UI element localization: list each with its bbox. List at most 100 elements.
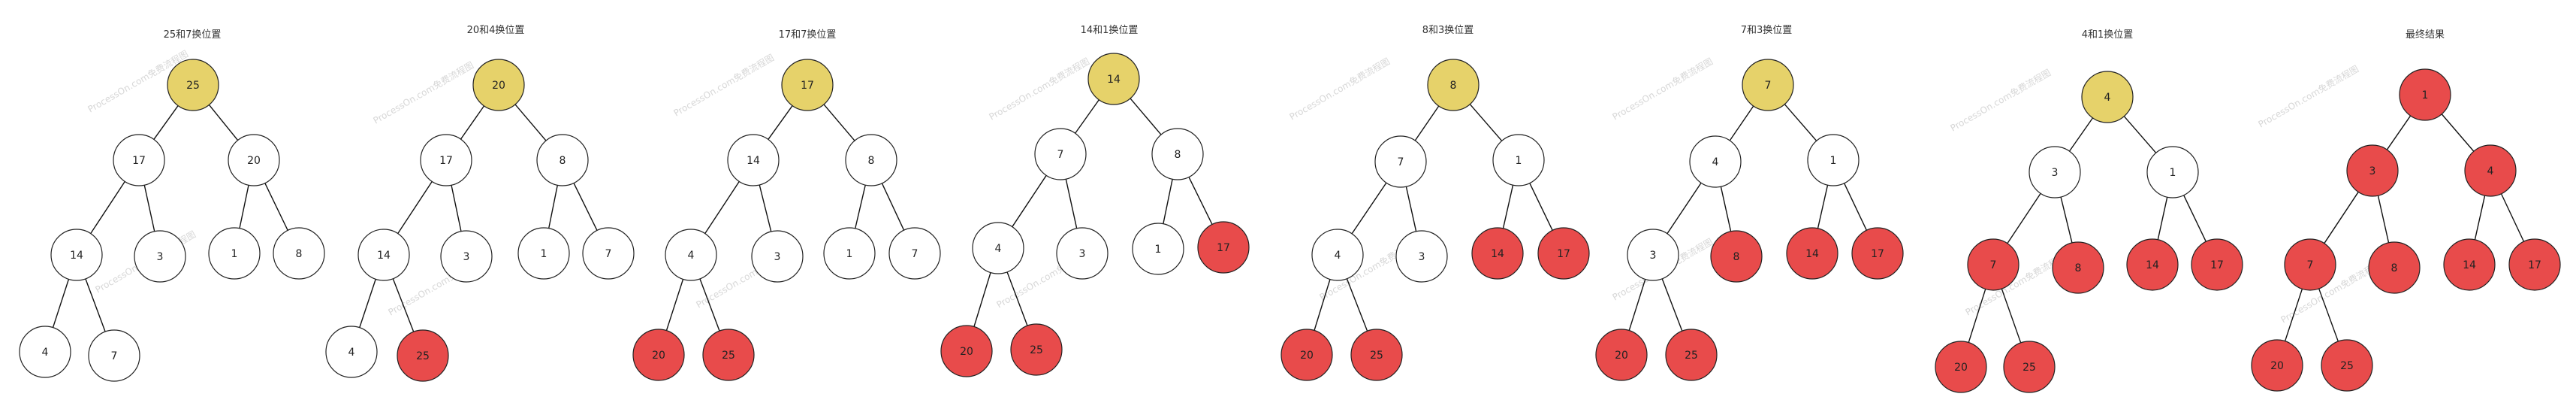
heap-node-pending: 7 <box>1034 128 1087 180</box>
node-value: 1 <box>846 248 853 260</box>
tree-edges <box>52 104 288 332</box>
node-circle <box>420 134 472 186</box>
node-circle <box>2029 146 2081 198</box>
node-value: 3 <box>463 251 470 263</box>
heap-node-pending: 4 <box>972 222 1024 274</box>
node-circle <box>632 329 685 381</box>
node-value: 17 <box>1557 248 1570 260</box>
panel-title: 最终结果 <box>2406 29 2445 41</box>
tree-edge <box>1414 105 1440 141</box>
tree-edge <box>1667 182 1702 235</box>
node-value: 3 <box>157 251 164 263</box>
node-value: 20 <box>1954 362 1968 374</box>
node-circle <box>2443 238 2496 291</box>
heap-node-sorted: 8 <box>1710 230 1763 283</box>
node-value: 3 <box>2369 165 2376 177</box>
node-value: 14 <box>747 155 760 167</box>
heap-node-sorted: 14 <box>2126 238 2179 291</box>
tree-edge <box>514 104 547 141</box>
tree-edge <box>1346 278 1368 332</box>
heap-node-sorted: 1 <box>2399 68 2451 121</box>
node-value: 25 <box>416 350 430 362</box>
node-circle <box>1350 329 1403 381</box>
watermark-text: ProcessOn.com免费流程图 <box>1610 56 1715 123</box>
tree-edge <box>1968 289 1986 343</box>
tree-edge <box>85 278 106 332</box>
node-circle <box>1395 230 1448 283</box>
node-value: 7 <box>1765 80 1772 92</box>
node-value: 4 <box>995 243 1002 255</box>
node-value: 8 <box>1450 80 1457 92</box>
node-value: 8 <box>296 248 303 260</box>
tree-edge <box>90 181 125 234</box>
heap-node-pending: 3 <box>134 230 186 283</box>
node-circle <box>1967 238 2019 291</box>
heap-node-sorted: 25 <box>702 329 755 381</box>
node-value: 3 <box>2052 167 2059 179</box>
node-circle <box>2191 238 2243 291</box>
node-circle <box>1197 221 1250 274</box>
node-circle <box>397 329 449 382</box>
heap-node-pending: 8 <box>1151 128 1204 180</box>
node-circle <box>1311 229 1364 281</box>
heap-node-current: 8 <box>1427 59 1480 111</box>
watermark-text: ProcessOn.com免费流程图 <box>1287 56 1392 123</box>
node-circle <box>273 227 325 280</box>
node-value: 14 <box>1805 248 1819 260</box>
node-value: 20 <box>247 155 261 167</box>
panel-title: 8和3换位置 <box>1422 25 1474 36</box>
node-value: 25 <box>2022 362 2036 374</box>
tree-edges <box>665 104 905 332</box>
node-value: 7 <box>912 248 918 260</box>
node-value: 17 <box>1217 242 1230 254</box>
node-value: 20 <box>1615 350 1628 362</box>
node-circle <box>665 229 717 281</box>
node-circle <box>2321 339 2373 392</box>
tree-edge <box>153 105 179 140</box>
tree-edge <box>881 183 905 231</box>
heap-node-current: 7 <box>1742 59 1794 111</box>
node-circle <box>940 325 993 377</box>
watermark-text: ProcessOn.com免费流程图 <box>371 59 475 126</box>
tree-edge <box>699 278 720 332</box>
node-value: 25 <box>2340 360 2354 372</box>
node-value: 14 <box>70 250 83 262</box>
tree-edge <box>2007 192 2041 244</box>
watermark-text: ProcessOn.com免费流程图 <box>671 52 776 119</box>
heap-node-pending: 4 <box>1689 135 1742 188</box>
node-circle <box>2003 341 2056 393</box>
heap-node-pending: 7 <box>582 227 635 280</box>
tree-edge <box>2068 117 2094 152</box>
node-circle <box>823 227 876 280</box>
node-value: 3 <box>774 251 781 263</box>
node-circle <box>1132 223 1184 275</box>
heap-node-sorted: 7 <box>2284 238 2336 291</box>
node-circle <box>19 326 71 378</box>
tree-edge <box>1188 177 1213 225</box>
heap-node-sorted: 14 <box>2443 238 2496 291</box>
node-circle <box>536 134 589 186</box>
tree-edges <box>359 104 598 332</box>
heap-node-sorted: 17 <box>1851 227 1904 280</box>
heap-node-sorted: 7 <box>1967 238 2019 291</box>
tree-edge <box>665 279 684 331</box>
heap-node-sorted: 20 <box>940 325 993 377</box>
heap-node-sorted: 25 <box>2321 339 2373 392</box>
heap-node-pending: 8 <box>845 134 897 186</box>
node-circle <box>325 326 378 378</box>
tree-edge <box>1784 104 1817 141</box>
node-value: 20 <box>492 80 505 92</box>
node-circle <box>702 329 755 381</box>
tree-edge <box>1405 186 1417 232</box>
node-value: 25 <box>1030 344 1043 356</box>
node-value: 14 <box>2146 259 2159 271</box>
tree-edge <box>359 279 376 328</box>
node-value: 1 <box>231 248 238 260</box>
node-value: 7 <box>111 350 118 362</box>
tree-edge <box>2001 288 2022 344</box>
node-value: 1 <box>2170 167 2176 179</box>
tree-edge <box>1843 183 1868 231</box>
heap-node-pending: 4 <box>665 229 717 281</box>
